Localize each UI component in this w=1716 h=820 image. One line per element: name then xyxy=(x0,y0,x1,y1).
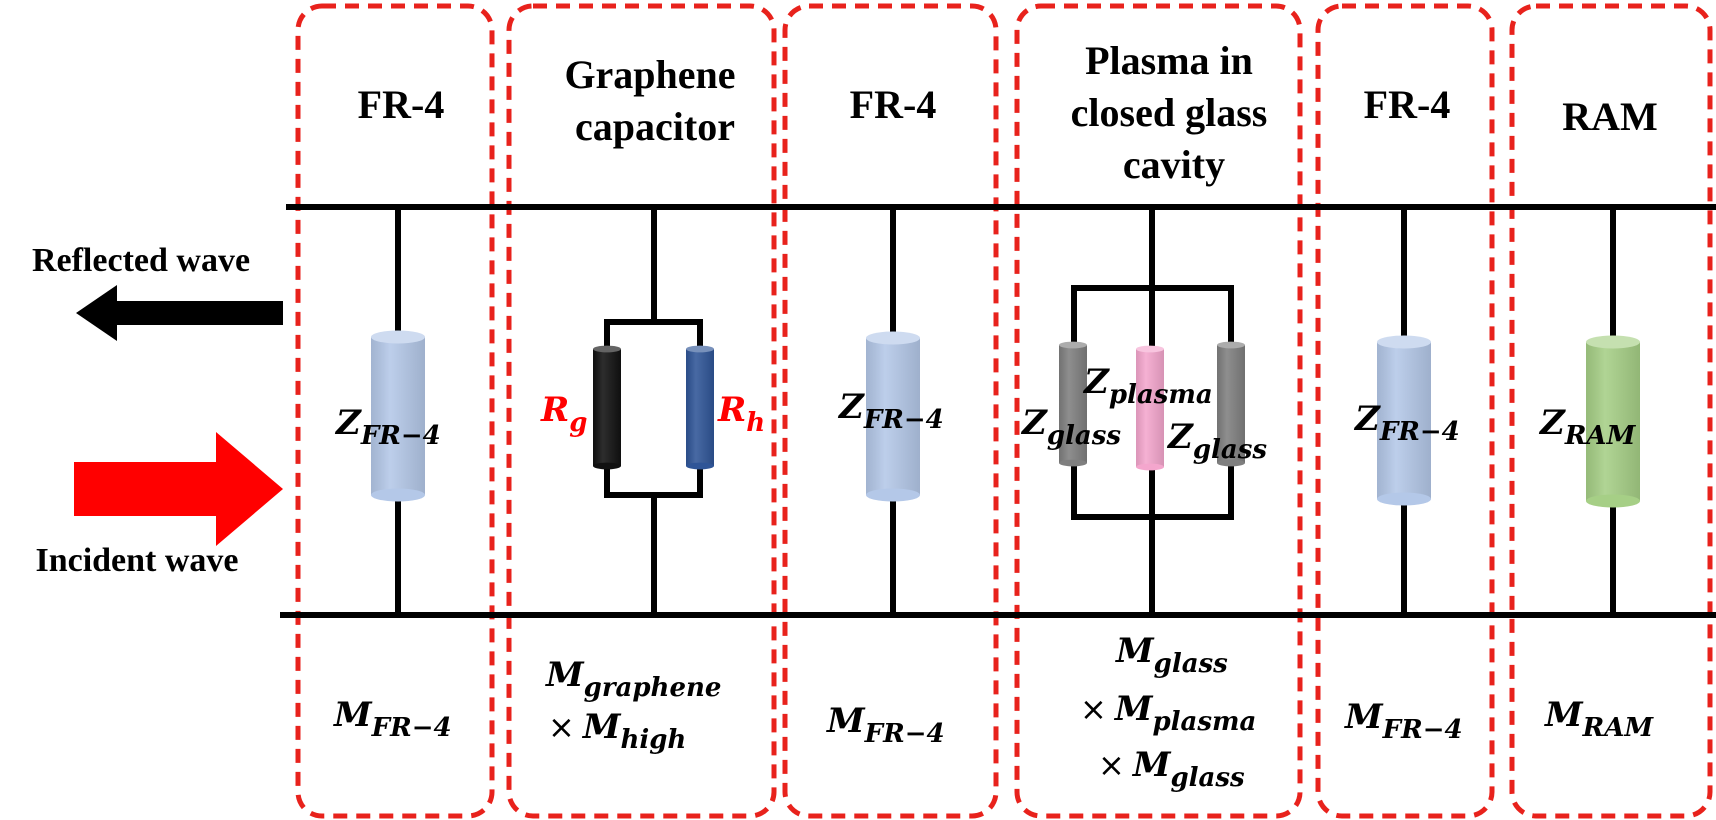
impedance-label-fr4-1: ZFR−4 xyxy=(334,403,441,451)
section-titles: FR-4 Graphene capacitor FR-4 Plasma in c… xyxy=(358,38,1658,187)
incident-wave: Incident wave xyxy=(35,432,283,579)
incident-wave-label: Incident wave xyxy=(35,542,238,579)
section-box-fr4-2 xyxy=(782,3,999,819)
circuit-graphene: Rg Rh xyxy=(540,207,765,615)
impedance-label-fr4-3: ZFR−4 xyxy=(1353,399,1460,447)
resistor-label-rh: Rh xyxy=(717,390,765,438)
transfer-graphene-1: Mgraphene xyxy=(545,655,721,703)
transfer-plasma-3: ×Mglass xyxy=(1098,745,1245,793)
circuit-plasma: Zplasma Zglass Zglass xyxy=(1020,207,1267,615)
rh-resistor-icon xyxy=(686,345,714,470)
fr4-impedance-icon xyxy=(1377,335,1431,506)
circuit-fr4-2: ZFR−4 xyxy=(837,207,944,615)
glass-impedance-icon-left xyxy=(1059,341,1087,467)
plasma-impedance-icon xyxy=(1136,345,1164,471)
reflected-wave-label: Reflected wave xyxy=(32,242,250,279)
transfer-fr4-1: MFR−4 xyxy=(333,695,452,743)
section-box-fr4-3 xyxy=(1315,3,1495,819)
fr4-impedance-icon xyxy=(866,331,920,502)
section-box-graphene xyxy=(506,3,777,819)
circuit-ram: ZRAM xyxy=(1538,207,1640,615)
impedance-label-glass-left: Zglass xyxy=(1020,403,1121,451)
title-plasma: Plasma in closed glass cavity xyxy=(1071,38,1278,187)
section-boxes xyxy=(295,3,1713,819)
title-fr4-1: FR-4 xyxy=(358,82,445,127)
section-box-ram xyxy=(1509,3,1713,819)
impedance-label-glass-right: Zglass xyxy=(1166,417,1267,465)
ram-impedance-icon xyxy=(1586,335,1640,508)
impedance-label-ram: ZRAM xyxy=(1538,403,1637,451)
impedance-label-plasma: Zplasma xyxy=(1082,362,1213,410)
reflected-wave: Reflected wave xyxy=(32,242,283,341)
impedance-label-fr4-2: ZFR−4 xyxy=(837,387,944,435)
title-fr4-2: FR-4 xyxy=(850,82,937,127)
glass-impedance-icon-right xyxy=(1217,341,1245,467)
transfer-fr4-3: MFR−4 xyxy=(1344,697,1463,745)
transfer-plasma-2: ×Mplasma xyxy=(1080,689,1256,737)
title-graphene: Graphene capacitor xyxy=(564,52,745,149)
resistor-label-rg: Rg xyxy=(540,390,587,438)
transfer-plasma-1: Mglass xyxy=(1115,631,1228,679)
reflected-arrow xyxy=(76,285,283,341)
incident-arrow xyxy=(74,432,283,546)
title-fr4-3: FR-4 xyxy=(1364,82,1451,127)
circuit-fr4-3: ZFR−4 xyxy=(1353,207,1460,615)
title-ram: RAM xyxy=(1562,94,1658,139)
section-box-fr4-1 xyxy=(295,3,495,819)
rg-resistor-icon xyxy=(593,345,621,470)
transfer-ram: MRAM xyxy=(1544,695,1654,743)
fr4-impedance-icon xyxy=(371,330,425,502)
circuit-fr4-1: ZFR−4 xyxy=(334,207,441,615)
transfer-fr4-2: MFR−4 xyxy=(826,701,945,749)
transfer-matrices: MFR−4 Mgraphene ×Mhigh MFR−4 Mglass ×Mpl… xyxy=(333,631,1654,793)
transfer-graphene-2: ×Mhigh xyxy=(548,707,686,755)
section-box-plasma xyxy=(1014,3,1303,819)
